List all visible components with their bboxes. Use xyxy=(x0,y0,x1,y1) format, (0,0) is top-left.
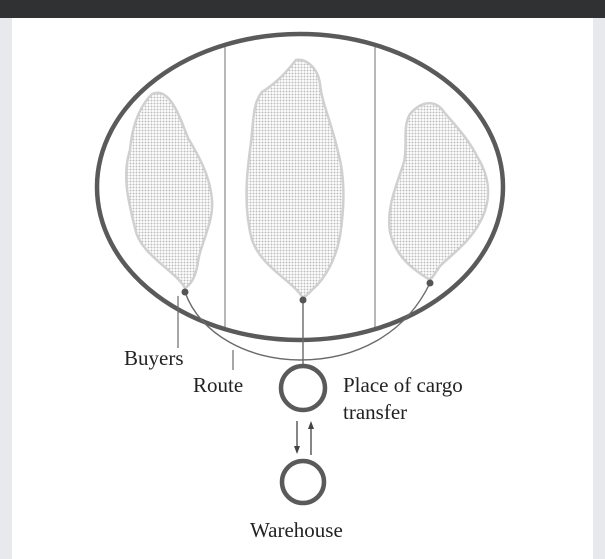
buyer-point-right xyxy=(427,280,434,287)
buyers-label: Buyers xyxy=(124,346,184,370)
buyer-area-right xyxy=(389,103,488,280)
warehouse-circle xyxy=(282,461,324,503)
buyer-area-left xyxy=(126,93,212,288)
buyer-area-center xyxy=(247,60,344,298)
down-arrow-head xyxy=(294,446,300,454)
cargo-transfer-label-line2: transfer xyxy=(343,400,407,424)
warehouse-label: Warehouse xyxy=(250,518,343,542)
two-way-arrows xyxy=(294,421,314,455)
buyer-point-center xyxy=(300,297,307,304)
route-label: Route xyxy=(193,373,243,397)
cargo-transfer-circle xyxy=(281,366,325,410)
buyer-point-left xyxy=(182,289,189,296)
up-arrow-head xyxy=(308,421,314,429)
cargo-transfer-label-line1: Place of cargo xyxy=(343,373,463,397)
